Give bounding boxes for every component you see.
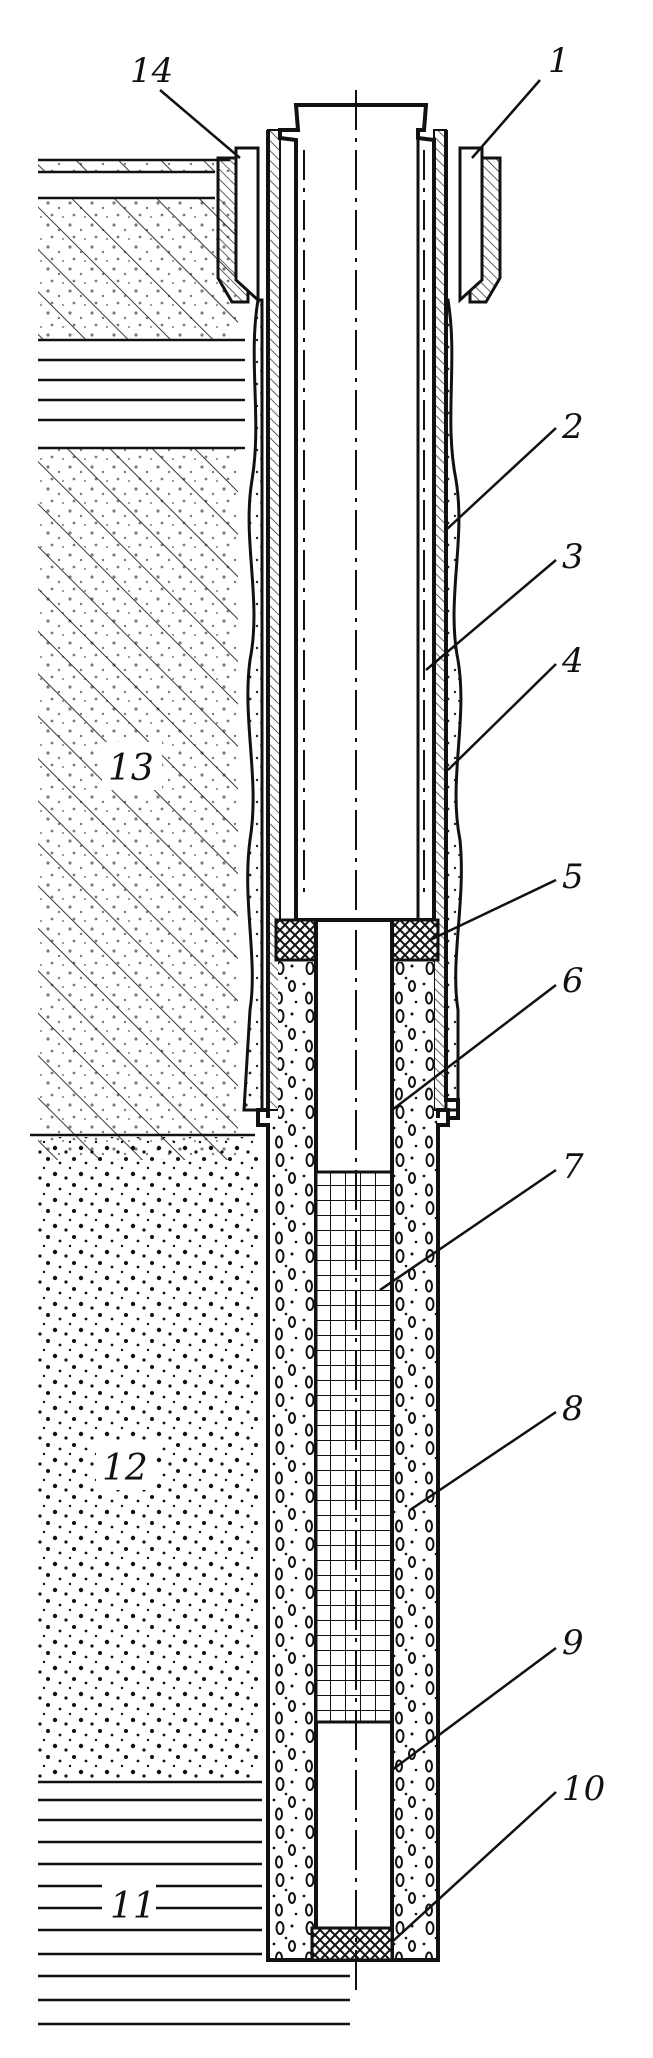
callout-labels: 14 1 2 3 4 5 6 7 8 9 10 [130,41,605,1809]
callout-7: 7 [562,1147,584,1187]
callout-5: 5 [562,857,584,897]
top-flange [216,146,502,304]
leader-lines [159,79,557,1943]
callout-3: 3 [562,537,584,577]
callout-4: 4 [561,641,584,681]
outer-casing [266,129,460,1120]
callout-10: 10 [562,1769,605,1809]
outer-backfill [242,298,463,1112]
callout-14: 14 [130,51,173,91]
callout-2: 2 [561,407,584,447]
callout-1: 1 [548,41,570,81]
callout-9: 9 [562,1623,584,1663]
zone-13-label: 13 [108,748,154,789]
layer-11-strata [38,1780,350,2026]
callout-8: 8 [562,1389,584,1429]
layer-13-clay [30,158,255,1160]
filter-column [310,918,394,1962]
zone-11-label: 11 [110,1886,156,1927]
callout-6: 6 [562,961,584,1001]
zone-12-label: 12 [102,1448,148,1489]
zone-labels: 13 12 11 [96,742,162,1927]
